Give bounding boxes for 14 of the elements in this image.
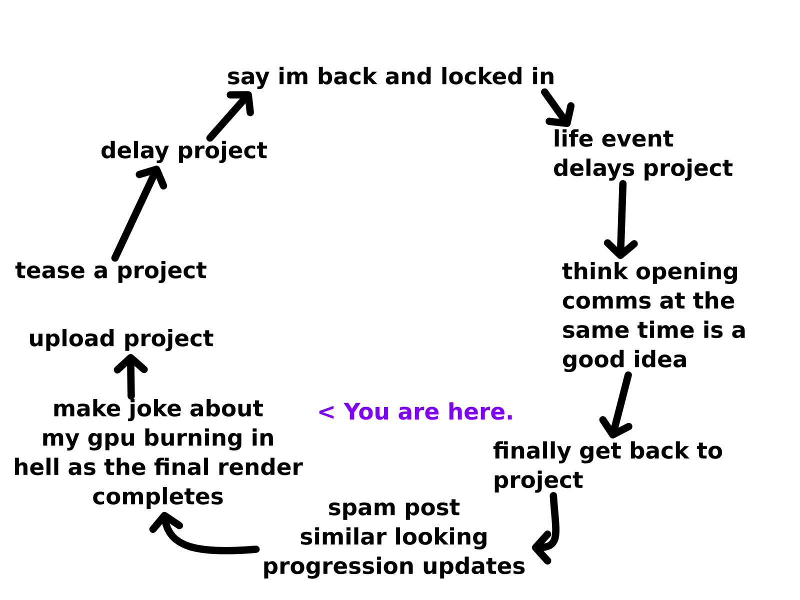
step-text: tease a project bbox=[15, 260, 206, 284]
arrow bbox=[604, 180, 638, 260]
step-text: think opening comms at the same time is a good idea bbox=[562, 262, 745, 372]
you-are-here-note: < You are here. bbox=[319, 402, 512, 420]
step-text: delay project bbox=[102, 140, 267, 164]
arrow bbox=[599, 371, 632, 438]
step-text: finally get back to project bbox=[493, 441, 722, 493]
arrow bbox=[206, 91, 254, 142]
arrow bbox=[149, 512, 260, 554]
arrow bbox=[111, 166, 168, 262]
step-text: upload project bbox=[30, 328, 214, 352]
step-text: life event delays project bbox=[554, 129, 733, 181]
arrow bbox=[540, 88, 575, 128]
step-text: say im back and locked in bbox=[228, 66, 554, 90]
